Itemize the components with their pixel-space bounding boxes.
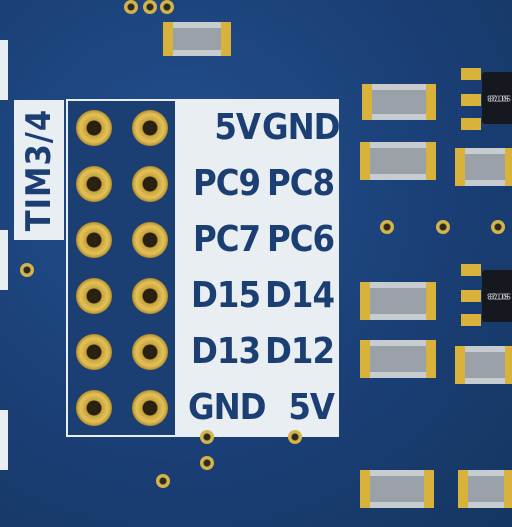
board-edge-mark — [0, 230, 8, 290]
header-label: TIM3/4 — [19, 108, 59, 232]
pin-label-right: D12 — [265, 331, 335, 372]
via — [200, 456, 214, 470]
via — [143, 0, 157, 14]
ic-chip: SOT23 SC70 — [482, 72, 512, 124]
board-edge-mark — [0, 410, 8, 470]
smd-capacitor — [360, 340, 436, 378]
header-label-box: TIM3/4 — [14, 100, 64, 240]
ic-chip: SOT23 SC70 — [482, 270, 512, 322]
ic-lead — [461, 118, 481, 130]
header-pin-pad — [132, 222, 168, 258]
pin-label-left: GND — [188, 387, 267, 428]
header-pin-pad — [76, 110, 112, 146]
smd-resistor — [163, 22, 231, 56]
header-pin-pad — [76, 334, 112, 370]
via — [160, 0, 174, 14]
board-edge-mark — [0, 40, 8, 100]
via — [436, 220, 450, 234]
header-pin-pad — [132, 110, 168, 146]
smd-capacitor — [360, 142, 436, 180]
smd-capacitor — [455, 346, 512, 384]
ic-lead — [461, 264, 481, 276]
header-pin-pad — [132, 166, 168, 202]
header-pin-pad — [132, 278, 168, 314]
via — [124, 0, 138, 14]
via — [288, 430, 302, 444]
via — [380, 220, 394, 234]
header-pin-pad — [76, 222, 112, 258]
pin-label-right: PC8 — [266, 163, 335, 204]
pin-label-left: 5V — [214, 107, 261, 148]
pin-label-right: PC6 — [266, 219, 335, 260]
pin-label-right: 5V — [288, 387, 335, 428]
pin-label-right: GND — [262, 107, 341, 148]
via — [491, 220, 505, 234]
via — [200, 430, 214, 444]
smd-capacitor — [455, 148, 512, 186]
ic-lead — [461, 314, 481, 326]
smd-capacitor — [360, 282, 436, 320]
pin-label-left: PC7 — [192, 219, 261, 260]
header-pin-pad — [132, 390, 168, 426]
ic-lead — [461, 94, 481, 106]
header-pin-pad — [76, 166, 112, 202]
pin-label-right: D14 — [265, 275, 335, 316]
ic-lead — [461, 68, 481, 80]
smd-capacitor — [362, 84, 436, 120]
via — [20, 263, 34, 277]
pin-label-left: D15 — [191, 275, 261, 316]
header-pin-pad — [76, 278, 112, 314]
smd-capacitor — [360, 470, 434, 508]
pin-header-footprint — [68, 101, 175, 435]
via — [156, 474, 170, 488]
pin-label-left: PC9 — [192, 163, 261, 204]
header-pin-pad — [76, 390, 112, 426]
header-pin-pad — [132, 334, 168, 370]
ic-lead — [461, 290, 481, 302]
smd-capacitor — [458, 470, 512, 508]
pin-label-left: D13 — [191, 331, 261, 372]
